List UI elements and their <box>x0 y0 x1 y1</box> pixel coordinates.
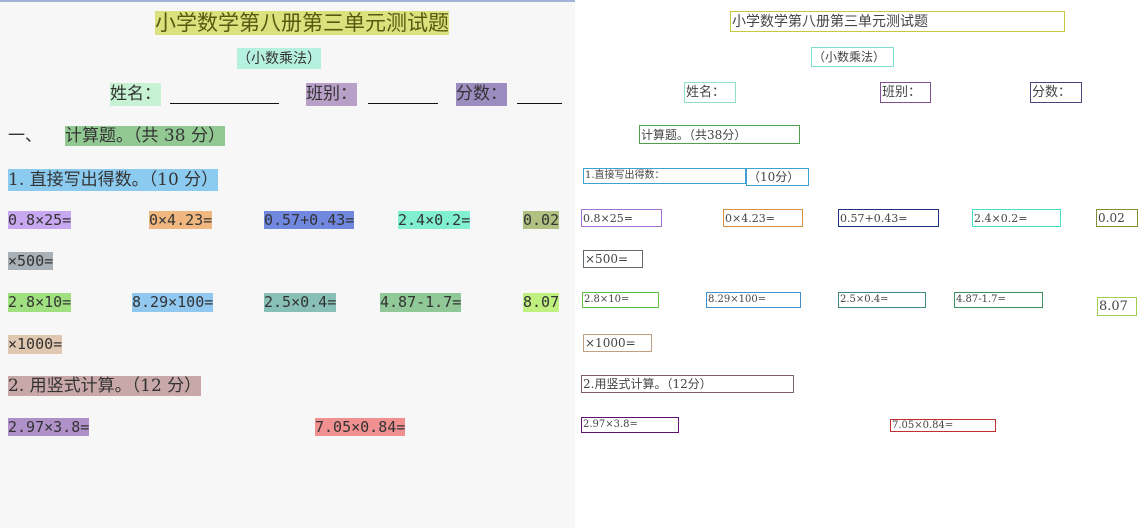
section-title: 计算题。（共 38 分） <box>65 125 225 146</box>
name-blank <box>170 103 279 104</box>
question-2: 2. 用竖式计算。（12 分） <box>8 375 202 396</box>
section-number: 一、 <box>8 125 42 146</box>
ocr-question-2: 2.用竖式计算。（12分） <box>581 375 794 393</box>
ocr-expr: 2.4×0.2= <box>972 209 1061 227</box>
ocr-title: 小学数学第八册第三单元测试题 <box>730 11 1065 32</box>
ocr-subtitle: （小数乘法） <box>811 47 894 67</box>
doc-subtitle: （小数乘法） <box>237 48 321 69</box>
ocr-expr: 0.02 <box>1096 209 1138 227</box>
ocr-expr: 8.07 <box>1097 297 1137 316</box>
ocr-expr: 0×4.23= <box>723 209 803 227</box>
expr: 2.5×0.4= <box>264 293 337 312</box>
ocr-expr: 7.05×0.84= <box>890 419 996 432</box>
expr: 0×4.23= <box>149 210 213 229</box>
expr: 8.29×100= <box>132 293 214 312</box>
ocr-expr: 8.29×100= <box>706 292 801 308</box>
ocr-expr: ×1000= <box>583 334 652 352</box>
doc-title: 小学数学第八册第三单元测试题 <box>155 10 449 35</box>
expr: 0.57+0.43= <box>264 210 355 229</box>
original-document-panel: 小学数学第八册第三单元测试题 （小数乘法） 姓名： 班别： 分数： 一、 计算题… <box>0 0 575 436</box>
class-label: 班别： <box>306 83 357 106</box>
ocr-class-label: 班别： <box>880 82 931 103</box>
ocr-expr: ×500= <box>583 250 643 268</box>
expr: 0.02 <box>523 210 560 229</box>
ocr-score-label: 分数： <box>1030 82 1082 103</box>
ocr-section-title: 计算题。（共38分） <box>639 125 800 144</box>
score-label: 分数： <box>456 83 507 106</box>
ocr-expr: 2.5×0.4= <box>838 292 926 308</box>
ocr-expr: 0.8×25= <box>581 209 662 227</box>
expr: 2.97×3.8= <box>8 417 90 436</box>
ocr-name-label: 姓名： <box>684 82 736 103</box>
name-label: 姓名： <box>110 83 161 106</box>
class-blank <box>368 103 438 104</box>
ocr-question-1-score: （10分） <box>746 168 809 186</box>
expr: 2.8×10= <box>8 293 72 312</box>
question-1: 1. 直接写出得数。（10 分） <box>8 169 219 191</box>
expr: 7.05×0.84= <box>315 417 406 436</box>
expr: 4.87-1.7= <box>380 293 462 312</box>
ocr-expr: 4.87-1.7= <box>954 292 1043 308</box>
score-blank <box>517 103 562 104</box>
ocr-expr: 2.8×10= <box>582 292 659 308</box>
ocr-expr: 0.57+0.43= <box>838 209 939 227</box>
ocr-question-1: 1.直接写出得数： <box>583 168 746 184</box>
expr: 2.4×0.2= <box>398 210 471 229</box>
expr: 0.8×25= <box>8 210 72 229</box>
expr: ×1000= <box>8 335 63 354</box>
ocr-expr: 2.97×3.8= <box>581 417 679 433</box>
expr: 8.07 <box>523 293 560 312</box>
expr: ×500= <box>8 251 54 270</box>
ocr-result-panel: 小学数学第八册第三单元测试题 （小数乘法） 姓名： 班别： 分数： 计算题。（共… <box>575 0 1148 528</box>
